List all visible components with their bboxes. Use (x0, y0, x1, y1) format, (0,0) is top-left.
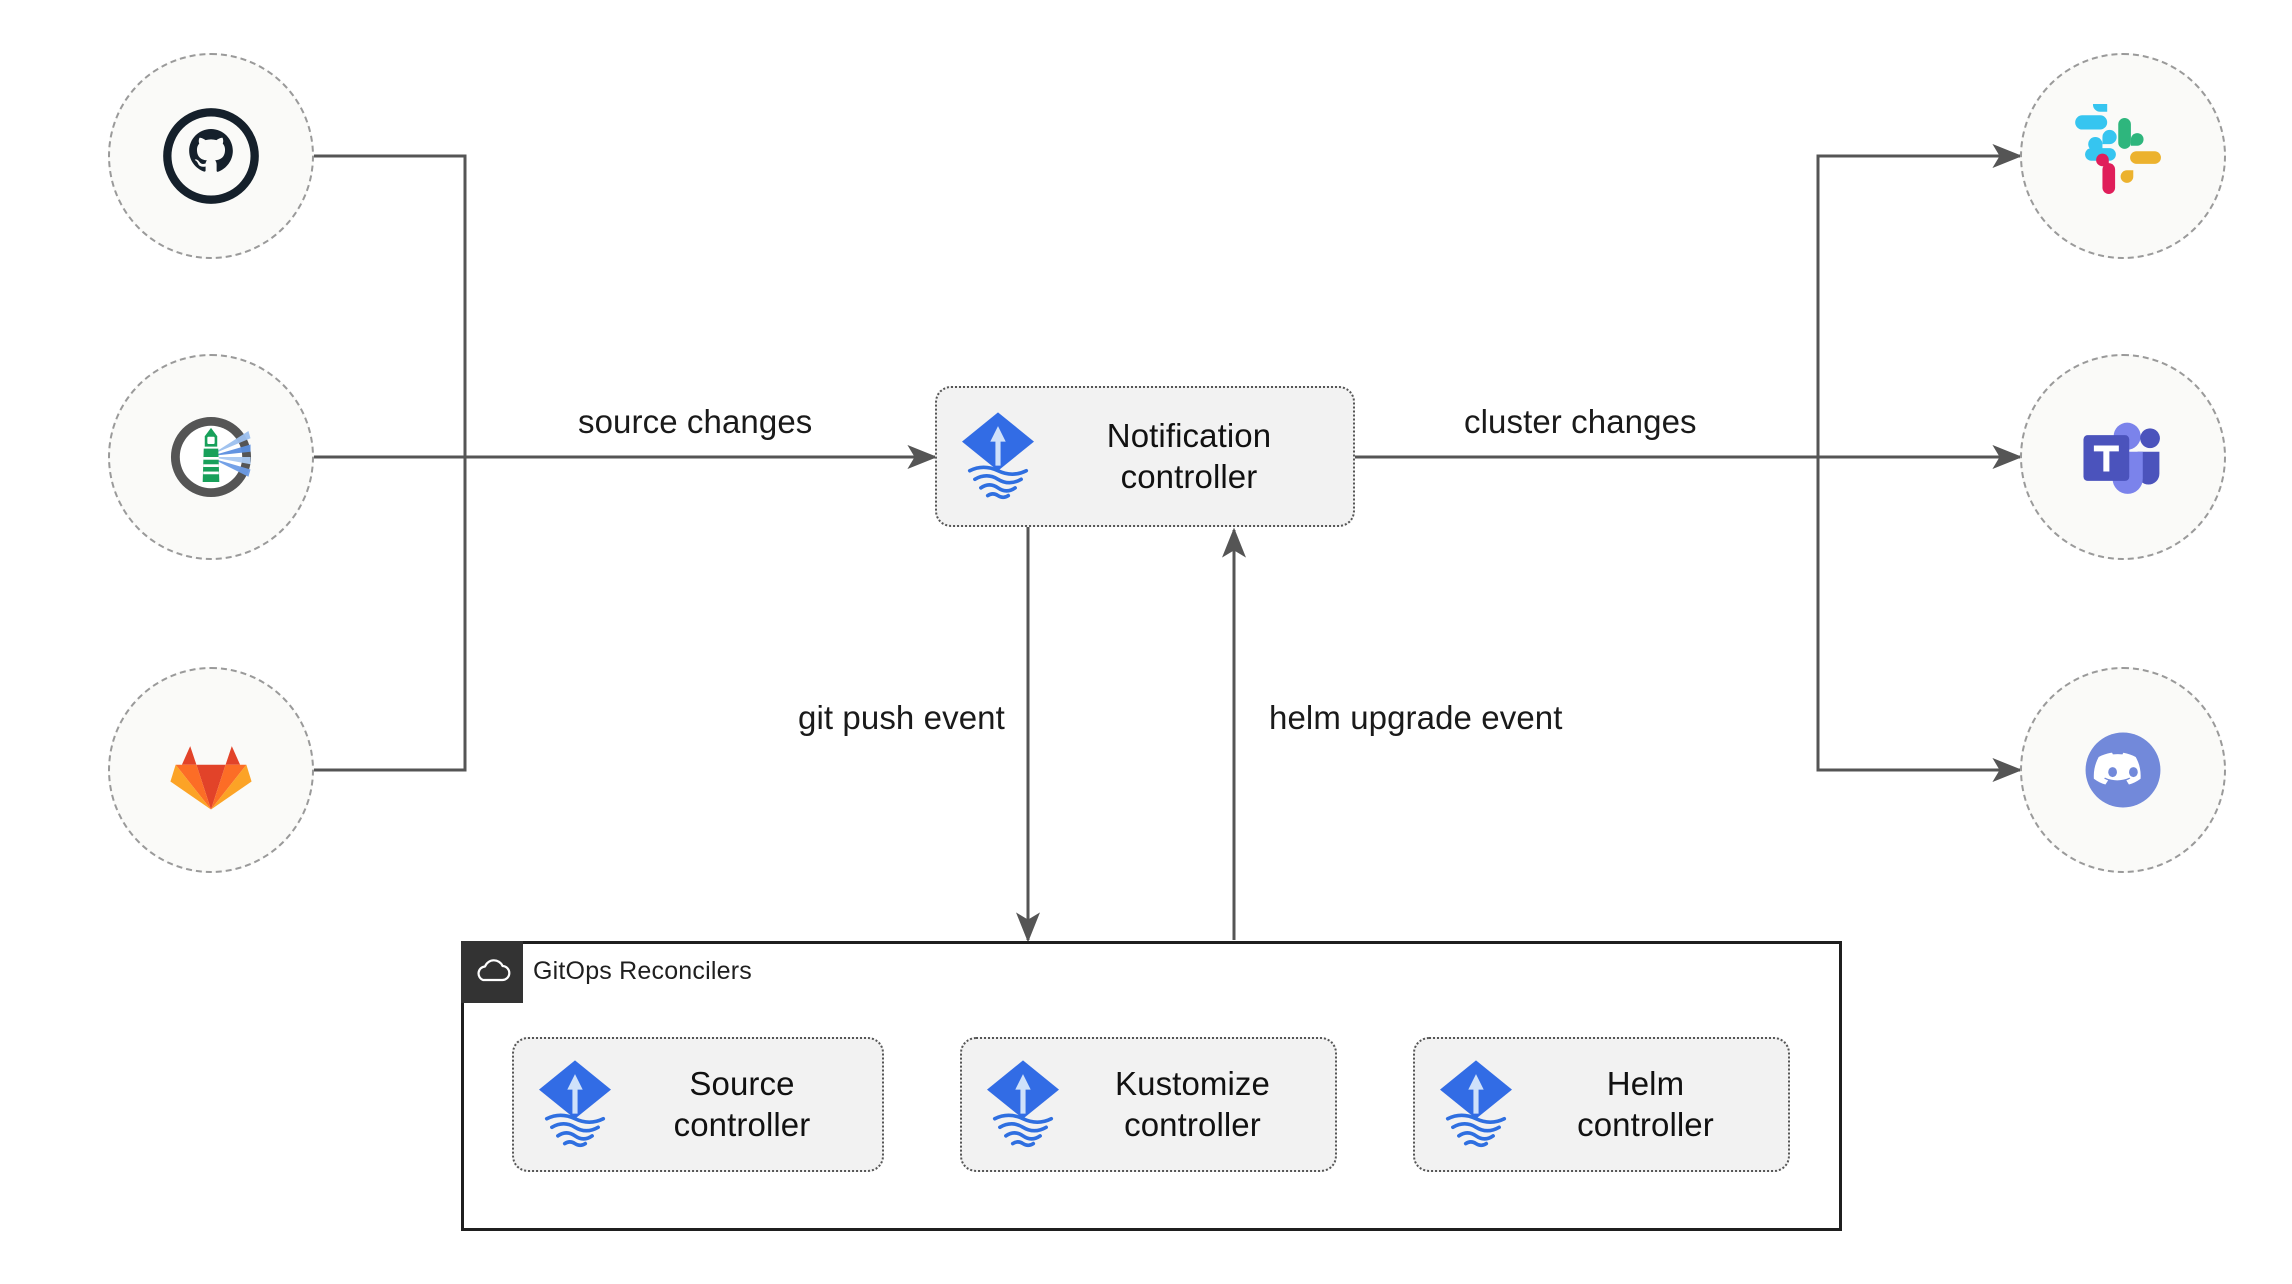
slack-icon (2075, 104, 2161, 194)
gitlab-icon (170, 746, 252, 810)
source-controller-line-1: Source (689, 1065, 795, 1103)
kustomize-controller-line-1: Kustomize (1115, 1065, 1270, 1103)
helm-controller-card[interactable]: Helm controller (1413, 1037, 1790, 1172)
notification-line-2: controller (1120, 457, 1258, 495)
flux-icon (1440, 1059, 1512, 1147)
wire-gitlab-to-bus (313, 457, 467, 772)
github-icon (163, 108, 259, 204)
wire-bus-to-slack (1816, 144, 2023, 457)
notification-line-1: Notification (1106, 417, 1272, 455)
flux-icon (987, 1059, 1059, 1147)
microsoft-teams-icon (2083, 422, 2160, 494)
source-node-github[interactable] (108, 53, 314, 259)
notification-controller-card[interactable]: Notification controller (935, 386, 1355, 527)
target-node-teams[interactable] (2020, 354, 2226, 560)
flux-icon (962, 411, 1034, 499)
edge-label-cluster-changes: cluster changes (1464, 403, 1697, 440)
edge-label-git-push-event: git push event (798, 699, 1005, 736)
source-controller-label: Source controller (626, 1064, 864, 1145)
kustomize-controller-label: Kustomize controller (1074, 1064, 1317, 1145)
helm-controller-label: Helm controller (1527, 1064, 1770, 1145)
wire-bus-to-discord (1816, 457, 2023, 782)
flux-lighthouse-icon (170, 416, 252, 498)
edge-label-helm-upgrade-event: helm upgrade event (1269, 699, 1563, 736)
source-node-flux[interactable] (108, 354, 314, 560)
source-controller-card[interactable]: Source controller (512, 1037, 884, 1172)
target-node-discord[interactable] (2020, 667, 2226, 873)
kustomize-controller-line-2: controller (1124, 1105, 1261, 1143)
source-controller-line-2: controller (673, 1105, 811, 1143)
helm-controller-line-1: Helm (1606, 1065, 1685, 1103)
target-node-slack[interactable] (2020, 53, 2226, 259)
source-node-gitlab[interactable] (108, 667, 314, 873)
notification-controller-label: Notification controller (1049, 416, 1335, 497)
discord-icon (2085, 732, 2161, 808)
kustomize-controller-card[interactable]: Kustomize controller (960, 1037, 1337, 1172)
gitops-group-title: GitOps Reconcilers (533, 957, 752, 985)
flux-icon (539, 1059, 611, 1147)
edge-label-source-changes: source changes (578, 403, 813, 440)
gitops-group-tab (461, 941, 523, 1003)
wire-github-to-bus (313, 154, 467, 457)
helm-controller-line-2: controller (1577, 1105, 1714, 1143)
cloud-icon (477, 959, 511, 982)
